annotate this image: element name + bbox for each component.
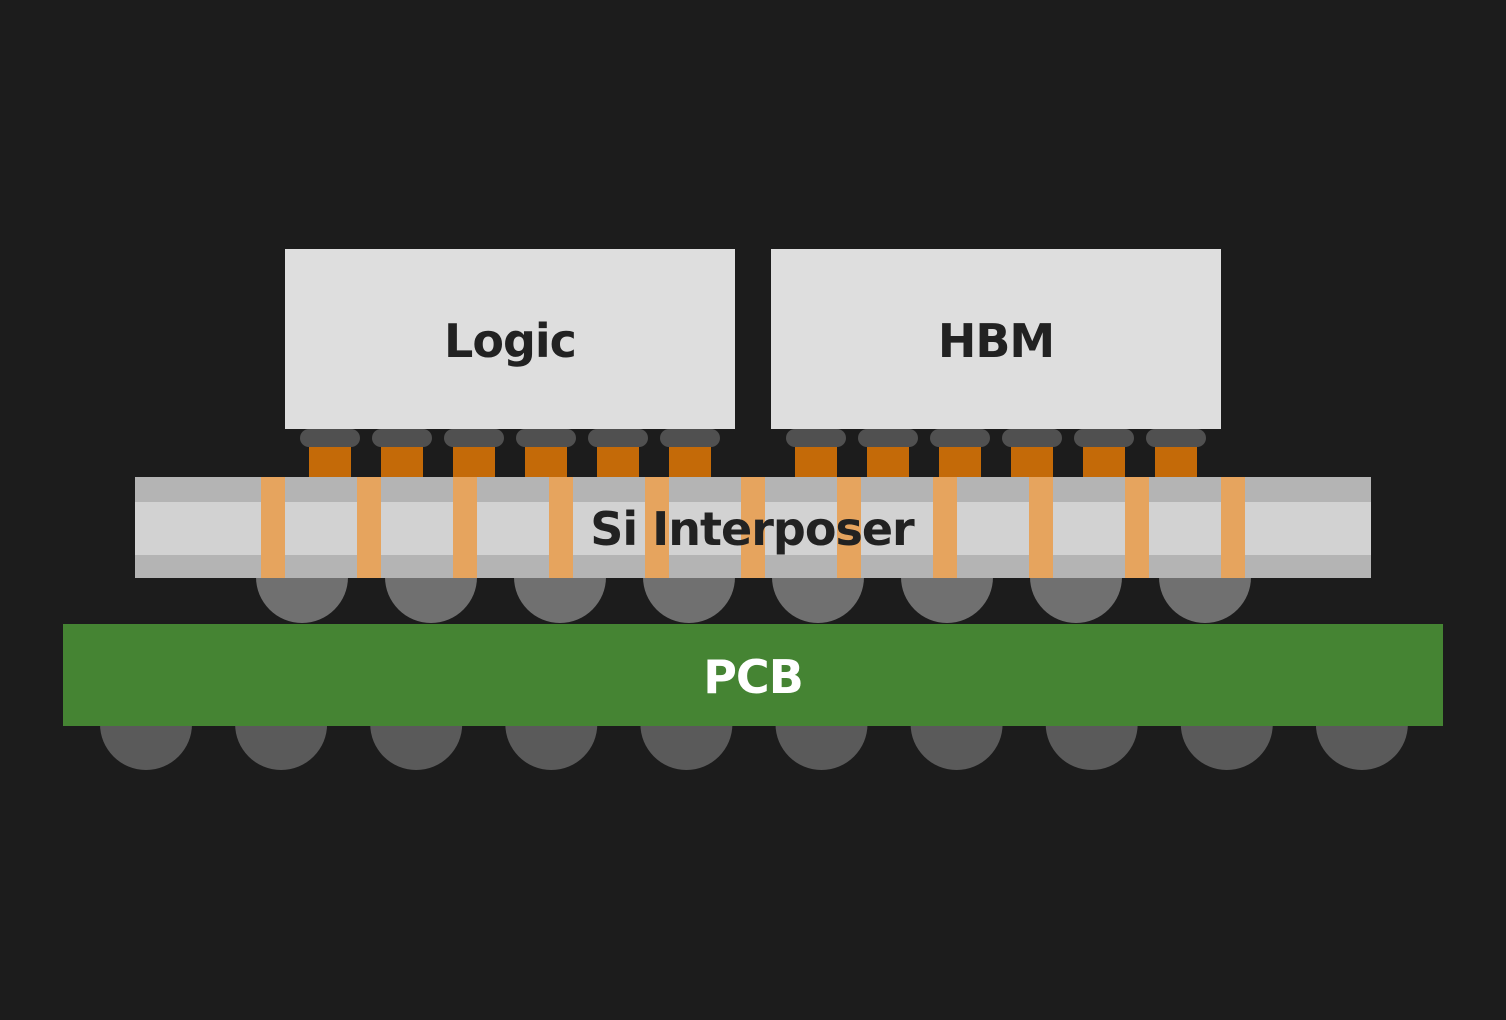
micro-bump-cap bbox=[1074, 429, 1134, 447]
micro-bump bbox=[300, 429, 360, 477]
micro-bump bbox=[1146, 429, 1206, 477]
micro-bump-cap bbox=[858, 429, 918, 447]
micro-bump-cap bbox=[444, 429, 504, 447]
micro-bump-pillar bbox=[381, 446, 423, 477]
micro-bump bbox=[1074, 429, 1134, 477]
micro-bump-cap bbox=[786, 429, 846, 447]
tsv bbox=[645, 477, 669, 578]
tsv bbox=[837, 477, 861, 578]
tsv bbox=[933, 477, 957, 578]
micro-bump-cap bbox=[516, 429, 576, 447]
micro-bump-pillar bbox=[597, 446, 639, 477]
pcb-substrate bbox=[63, 624, 1443, 726]
micro-bump-pillar bbox=[939, 446, 981, 477]
micro-bump bbox=[372, 429, 432, 477]
micro-bump-cap bbox=[588, 429, 648, 447]
micro-bump bbox=[1002, 429, 1062, 477]
si-interposer bbox=[135, 477, 1371, 578]
tsv bbox=[549, 477, 573, 578]
micro-bump-cap bbox=[1146, 429, 1206, 447]
pcb-label: PCB bbox=[703, 650, 803, 704]
tsv bbox=[1221, 477, 1245, 578]
micro-bump-pillar bbox=[525, 446, 567, 477]
micro-bump bbox=[516, 429, 576, 477]
micro-bump-pillar bbox=[867, 446, 909, 477]
tsv bbox=[741, 477, 765, 578]
logic-label: Logic bbox=[444, 314, 576, 368]
tsv bbox=[1029, 477, 1053, 578]
logic-die bbox=[285, 249, 735, 429]
micro-bump bbox=[786, 429, 846, 477]
hbm-label: HBM bbox=[938, 314, 1054, 368]
micro-bump-cap bbox=[930, 429, 990, 447]
micro-bump-pillar bbox=[795, 446, 837, 477]
micro-bump-pillar bbox=[1011, 446, 1053, 477]
micro-bump-pillar bbox=[1155, 446, 1197, 477]
micro-bump-cap bbox=[372, 429, 432, 447]
micro-bump bbox=[858, 429, 918, 477]
micro-bump-pillar bbox=[453, 446, 495, 477]
tsv bbox=[453, 477, 477, 578]
micro-bump-cap bbox=[300, 429, 360, 447]
hbm-die bbox=[771, 249, 1221, 429]
micro-bump-cap bbox=[660, 429, 720, 447]
interposer-label: Si Interposer bbox=[590, 502, 915, 556]
micro-bump bbox=[588, 429, 648, 477]
micro-bump bbox=[660, 429, 720, 477]
micro-bumps bbox=[300, 429, 1206, 477]
through-silicon-vias bbox=[261, 477, 1245, 578]
micro-bump-pillar bbox=[1083, 446, 1125, 477]
tsv bbox=[1125, 477, 1149, 578]
micro-bump-pillar bbox=[669, 446, 711, 477]
micro-bump-cap bbox=[1002, 429, 1062, 447]
micro-bump bbox=[444, 429, 504, 477]
micro-bump-pillar bbox=[309, 446, 351, 477]
micro-bump bbox=[930, 429, 990, 477]
tsv bbox=[357, 477, 381, 578]
tsv bbox=[261, 477, 285, 578]
